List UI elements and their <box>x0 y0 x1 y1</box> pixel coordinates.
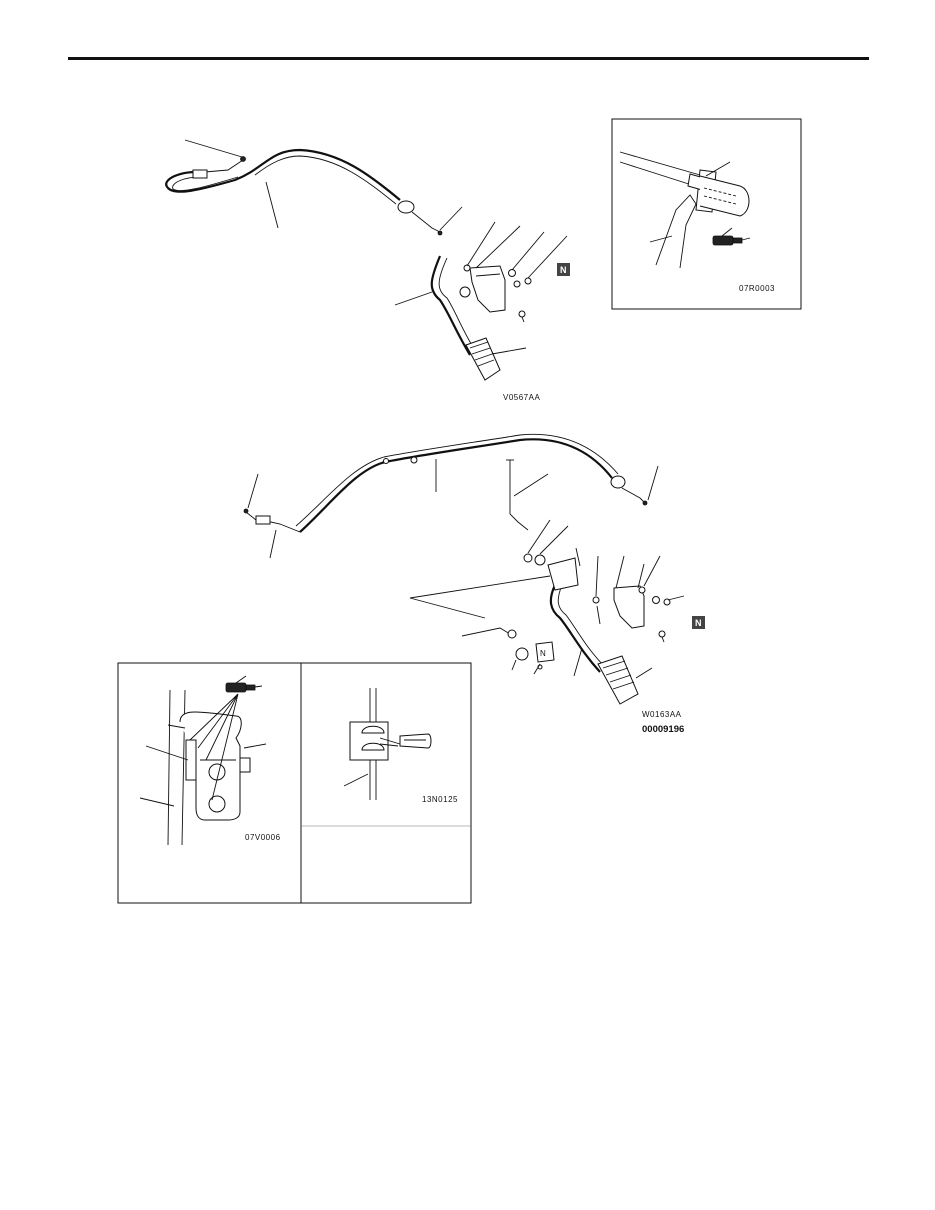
top-diagram-code: V0567AA <box>503 393 540 402</box>
grease-gun-icon <box>399 733 432 749</box>
bottom-diagram-code: W0163AA <box>642 710 682 719</box>
bottom-detail-right-code: 13N0125 <box>422 795 458 804</box>
bottom-detail-left-code: 07V0006 <box>245 833 281 842</box>
bottom-diagram-subcode: 00009196 <box>642 724 684 735</box>
top-accelerator-assembly: N V0567AA <box>165 139 570 402</box>
top-detail-code: 07R0003 <box>739 284 775 293</box>
header-rule <box>68 57 869 60</box>
top-new-part-badge: N <box>560 265 567 275</box>
top-detail-box: 07R0003 <box>611 118 802 310</box>
bottom-detail-box: 07V0006 13N0125 <box>117 662 472 904</box>
grease-gun-icon <box>712 227 751 246</box>
bottom-new-part-badge: N <box>695 618 702 628</box>
bottom-accelerator-assembly: N N W0163AA 00009196 <box>243 433 705 735</box>
detail-frame <box>611 118 802 310</box>
new-part-badge-icon <box>692 616 705 629</box>
grease-gun-icon <box>225 675 263 693</box>
detail-frame <box>117 662 472 904</box>
new-part-badge-icon <box>557 263 570 276</box>
bracket-mark: N <box>540 649 546 658</box>
